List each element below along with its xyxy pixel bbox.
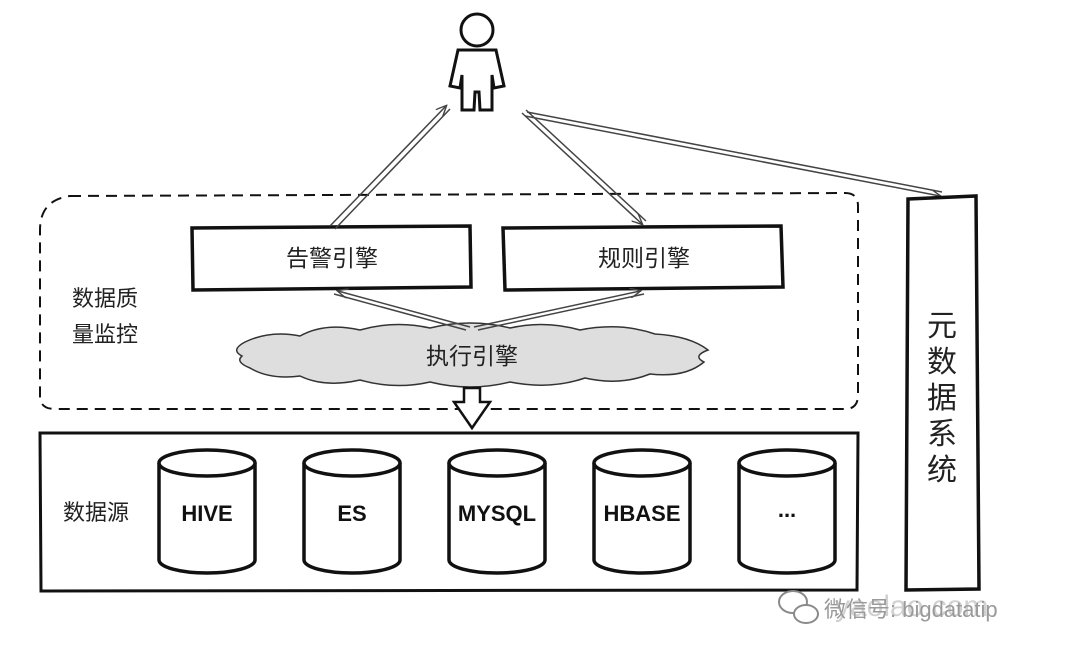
arrow-user-to-metadata <box>524 115 940 196</box>
user-icon <box>448 12 506 112</box>
watermark-wechat: 微信号: bigdatatip <box>824 597 998 622</box>
datasource-container <box>38 431 860 593</box>
datasource-more: ... <box>737 448 837 575</box>
alert-engine-box: 告警引擎 <box>190 224 473 292</box>
metadata-char-2: 数 <box>927 345 957 380</box>
metadata-char-1: 元 <box>927 309 957 344</box>
rule-engine-box: 规则引擎 <box>501 224 785 292</box>
datasource-label-hbase: HBASE <box>603 501 680 526</box>
datasource-es: ES <box>302 448 402 575</box>
arrow-alert-to-user <box>329 106 446 227</box>
monitor-group-label-line2: 量监控 <box>72 323 138 348</box>
datasource-label: 数据源 <box>63 501 129 526</box>
datasource-label-es: ES <box>337 501 366 526</box>
metadata-char-5: 统 <box>927 453 957 488</box>
watermark: yaolao.com 微信号: bigdatatip <box>778 590 998 624</box>
rule-engine-label: 规则引擎 <box>598 246 690 272</box>
metadata-char-4: 系 <box>927 417 957 452</box>
arrow-exec-to-alert <box>338 291 471 328</box>
monitor-group-label-line1: 数据质 <box>72 287 138 312</box>
datasource-label-hive: HIVE <box>181 501 232 526</box>
metadata-system-box: 元 数 据 系 统 <box>904 194 981 592</box>
datasource-mysql: MYSQL <box>447 448 547 575</box>
datasource-hbase: HBASE <box>592 448 692 575</box>
datasource-hive: HIVE <box>157 448 257 575</box>
arrow-user-to-rule <box>521 112 642 224</box>
execution-engine-cloud: 执行引擎 <box>236 322 710 388</box>
metadata-char-3: 据 <box>927 381 957 416</box>
wechat-icon <box>778 590 819 624</box>
arrow-exec-to-rule <box>473 291 640 328</box>
watermark-site: yaolao.com <box>835 590 988 623</box>
datasource-label-mysql: MYSQL <box>458 501 536 526</box>
datasource-label-more: ... <box>778 497 796 522</box>
arrow-down-to-datasources <box>451 386 493 431</box>
arrows <box>329 106 942 331</box>
alert-engine-label: 告警引擎 <box>286 246 378 272</box>
exec-engine-label: 执行引擎 <box>426 344 518 370</box>
